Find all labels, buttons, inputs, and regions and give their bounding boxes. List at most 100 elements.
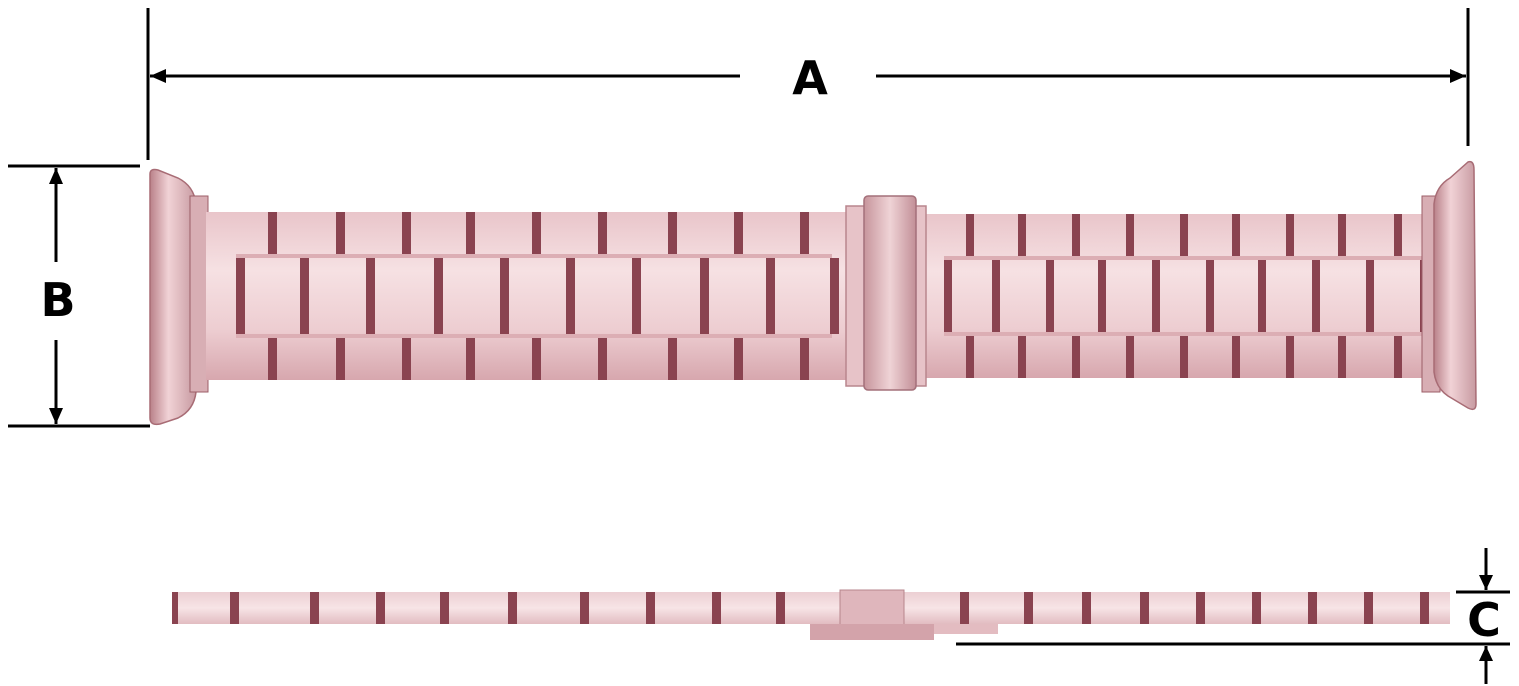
link-gap-bottom	[668, 336, 677, 380]
dimension-a: A	[146, 8, 1470, 160]
link-gap-bottom	[1180, 334, 1188, 378]
watch-band-top-view	[149, 160, 1477, 426]
watch-band-side-view	[172, 589, 1450, 640]
side-clasp-block	[839, 589, 905, 631]
link-gap-top	[402, 212, 411, 256]
link-gap-bottom	[1286, 334, 1294, 378]
side-link-gap	[712, 592, 721, 624]
side-link-gap	[1252, 592, 1261, 624]
link-gap-bottom	[532, 336, 541, 380]
link-gap-center	[300, 258, 309, 334]
clasp-cover	[863, 195, 917, 391]
dimension-c: C	[956, 548, 1510, 684]
link-gap-center	[500, 258, 509, 334]
left-band-body	[206, 212, 852, 380]
link-gap-bottom	[734, 336, 743, 380]
left-lug-connector	[149, 168, 197, 426]
dimension-c-arrow-bottom	[1479, 646, 1493, 661]
link-gap-top	[532, 212, 541, 256]
left-lug-bar	[189, 195, 209, 393]
link-gap-top	[800, 212, 809, 256]
side-link-gap	[1364, 592, 1373, 624]
side-clasp-tab	[934, 624, 998, 634]
side-link-gap	[508, 592, 517, 624]
link-gap-center	[632, 258, 641, 334]
link-gap-top	[966, 214, 974, 258]
link-gap-bottom	[466, 336, 475, 380]
link-gap-bottom	[268, 336, 277, 380]
dimension-b: B	[8, 164, 150, 428]
link-gap-center	[830, 258, 839, 334]
side-clasp-lower	[810, 624, 934, 640]
link-gap-center	[1258, 260, 1266, 332]
link-gap-bottom	[800, 336, 809, 380]
link-gap-center	[944, 260, 952, 332]
side-link-gap	[230, 592, 239, 624]
side-link-gap	[172, 592, 178, 624]
link-gap-center	[700, 258, 709, 334]
side-link-gap	[376, 592, 385, 624]
link-gap-bottom	[1018, 334, 1026, 378]
dimension-c-label: C	[1467, 593, 1501, 647]
link-gap-top	[1072, 214, 1080, 258]
side-link-gap	[960, 592, 969, 624]
link-gap-center	[992, 260, 1000, 332]
link-gap-top	[1394, 214, 1402, 258]
link-gaps	[236, 212, 1428, 380]
link-gap-center	[434, 258, 443, 334]
right-lug-connector	[1433, 160, 1477, 411]
side-link-gap	[580, 592, 589, 624]
side-link-gap	[1024, 592, 1033, 624]
link-gap-top	[734, 212, 743, 256]
link-gap-bottom	[1072, 334, 1080, 378]
side-link-gap	[310, 592, 319, 624]
link-gap-top	[336, 212, 345, 256]
link-gap-top	[1180, 214, 1188, 258]
dimension-b-label: B	[40, 273, 75, 327]
link-gap-center	[366, 258, 375, 334]
link-gap-center	[236, 258, 245, 334]
side-link-gap	[440, 592, 449, 624]
link-gap-center	[1098, 260, 1106, 332]
link-gap-center	[1366, 260, 1374, 332]
link-gap-top	[668, 212, 677, 256]
link-gap-top	[466, 212, 475, 256]
link-gap-center	[766, 258, 775, 334]
dimension-b-arrow-top	[49, 168, 63, 184]
link-gap-bottom	[598, 336, 607, 380]
side-link-gap	[1082, 592, 1091, 624]
link-gap-top	[1018, 214, 1026, 258]
side-link-gap	[1420, 592, 1429, 624]
link-gap-bottom	[1394, 334, 1402, 378]
link-row-divider	[236, 334, 832, 338]
dimension-c-arrow-top	[1479, 575, 1493, 590]
link-gap-top	[1232, 214, 1240, 258]
dimension-a-arrow-left	[150, 69, 166, 83]
link-gap-center	[1046, 260, 1054, 332]
dimension-a-label: A	[792, 51, 828, 105]
dimension-a-arrow-right	[1450, 69, 1466, 83]
link-row-divider	[944, 256, 1424, 260]
side-link-gap	[1140, 592, 1149, 624]
link-row-divider	[236, 254, 832, 258]
side-link-gap	[1196, 592, 1205, 624]
side-link-gaps	[172, 592, 1429, 624]
dimension-b-arrow-bottom	[49, 408, 63, 424]
link-gap-center	[1152, 260, 1160, 332]
side-link-gap	[646, 592, 655, 624]
side-link-gap	[776, 592, 785, 624]
side-link-gap	[1308, 592, 1317, 624]
link-gap-center	[566, 258, 575, 334]
link-gap-top	[1338, 214, 1346, 258]
link-gap-bottom	[402, 336, 411, 380]
link-gap-top	[268, 212, 277, 256]
link-gap-top	[1286, 214, 1294, 258]
link-gap-bottom	[966, 334, 974, 378]
link-gap-center	[1312, 260, 1320, 332]
link-gap-top	[1126, 214, 1134, 258]
link-gap-bottom	[1338, 334, 1346, 378]
link-gap-bottom	[1232, 334, 1240, 378]
link-gap-center	[1206, 260, 1214, 332]
link-gap-bottom	[1126, 334, 1134, 378]
